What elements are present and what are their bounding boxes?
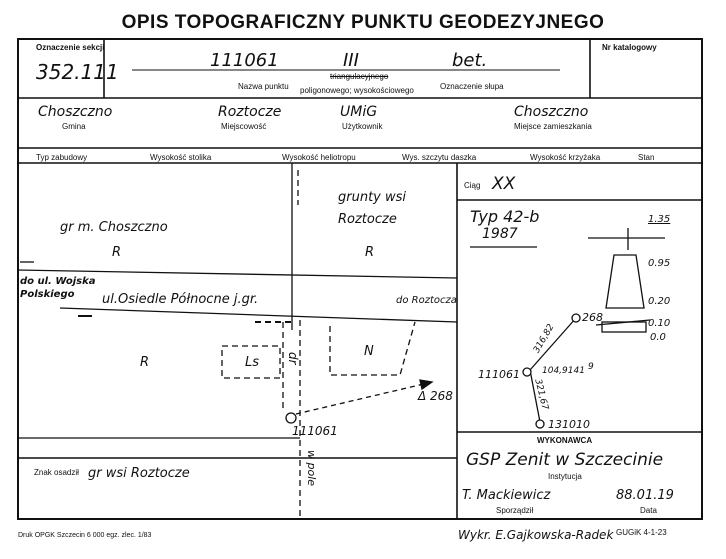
traverse-angle-suffix: 9 xyxy=(588,362,594,372)
sketch-r-left-top: R xyxy=(112,245,122,260)
col-typ-zabudowy: Typ zabudowy xyxy=(36,153,88,162)
col-wys-krzyzaka: Wysokość krzyżaka xyxy=(530,153,601,162)
sketch-n: N xyxy=(364,344,374,359)
point-name-label: Nazwa punktu xyxy=(238,82,289,91)
uzytkownik-label: Użytkownik xyxy=(342,122,383,131)
zamieszkania-label: Miejsce zamieszkania xyxy=(514,122,592,131)
sketch-dr: dr xyxy=(286,352,300,365)
gmina-label: Gmina xyxy=(62,122,86,131)
dim-0-0: 0.0 xyxy=(650,332,666,343)
sketch-tri-268: Δ 268 xyxy=(418,389,453,403)
year-value: 1987 xyxy=(482,226,518,242)
traverse-268: 268 xyxy=(582,311,603,324)
data-label: Data xyxy=(640,506,657,515)
traverse-131010: 131010 xyxy=(548,418,590,431)
sporzadzil-label: Sporządził xyxy=(496,506,534,515)
col-stan: Stan xyxy=(638,153,655,162)
instytucja-label: Instytucja xyxy=(548,472,582,481)
uzytkownik-value: UMiG xyxy=(340,104,378,120)
sketch-r-left-mid: R xyxy=(140,355,150,370)
sketch-ls: Ls xyxy=(245,355,260,370)
traverse-111061: 111061 xyxy=(478,368,520,381)
typ-value: Typ 42-b xyxy=(470,207,540,226)
form-frame xyxy=(17,38,703,520)
dim-0-20: 0.20 xyxy=(648,296,671,307)
sketch-point-111061: 111061 xyxy=(292,424,338,438)
sketch-r-right-top: R xyxy=(365,245,375,260)
col-wys-heliotropu: Wysokość heliotropu xyxy=(282,153,356,162)
sketch-gm-choszczno: gr m. Choszczno xyxy=(60,220,168,235)
col-wys-daszka: Wys. szczytu daszka xyxy=(402,153,477,162)
dim-1-35: 1.35 xyxy=(648,214,671,225)
dim-0-10: 0.10 xyxy=(648,318,671,329)
sketch-w-pole: w pole xyxy=(305,450,318,487)
ciag-value: XX xyxy=(492,174,516,194)
network-label: triangulacyjnego xyxy=(330,72,389,81)
point-class: III xyxy=(343,50,359,71)
miejscowosc-value: Roztocze xyxy=(218,104,282,120)
data-value: 88.01.19 xyxy=(616,488,674,503)
sketch-gr-wsi-roztocze: gr wsi Roztocze xyxy=(88,466,190,481)
sketch-ul-osiedle: ul.Osiedle Północne j.gr. xyxy=(102,292,259,307)
section-label: Oznaczenie sekcji xyxy=(36,43,105,52)
network-label-2: poligonowego; wysokościowego xyxy=(300,86,414,95)
footer-wykr: Wykr. E.Gajkowska-Radek xyxy=(458,528,614,542)
footer-druk: Druk OPGK Szczecin 6 000 egz. zlec. 1/83 xyxy=(18,532,152,539)
col-wys-stolika: Wysokość stolika xyxy=(150,153,212,162)
sketch-dojsk-2: Polskiego xyxy=(20,289,75,300)
ciag-label: Ciąg xyxy=(464,181,481,190)
sketch-znak-label: Znak osadził xyxy=(34,468,79,477)
wykonawca-value: GSP Zenit w Szczecinie xyxy=(466,450,664,470)
catalog-label: Nr katalogowy xyxy=(602,43,657,52)
page-title: OPIS TOPOGRAFICZNY PUNKTU GEODEZYJNEGO xyxy=(121,12,605,33)
zamieszkania-value: Choszczno xyxy=(514,104,589,120)
sketch-grunty: grunty wsi xyxy=(338,190,407,205)
sketch-roztocze-top: Roztocze xyxy=(338,212,397,227)
miejscowosc-label: Miejscowość xyxy=(221,122,267,131)
traverse-angle: 104,9141 xyxy=(542,366,585,376)
pillar-label: Oznaczenie słupa xyxy=(440,82,504,91)
section-value: 352.111 xyxy=(36,60,119,84)
wykonawca-label: WYKONAWCA xyxy=(537,436,593,445)
sporzadzil-value: T. Mackiewicz xyxy=(462,488,551,503)
gmina-value: Choszczno xyxy=(38,104,113,120)
dim-0-95: 0.95 xyxy=(648,258,671,269)
sketch-dojsk-1: do ul. Wojska xyxy=(20,276,96,287)
sketch-do-roztocza: do Roztocza xyxy=(396,295,457,306)
pillar-value: bet. xyxy=(452,50,488,71)
footer-gugik: GUGiK 4-1-23 xyxy=(616,528,667,537)
point-number: 111061 xyxy=(210,50,279,71)
